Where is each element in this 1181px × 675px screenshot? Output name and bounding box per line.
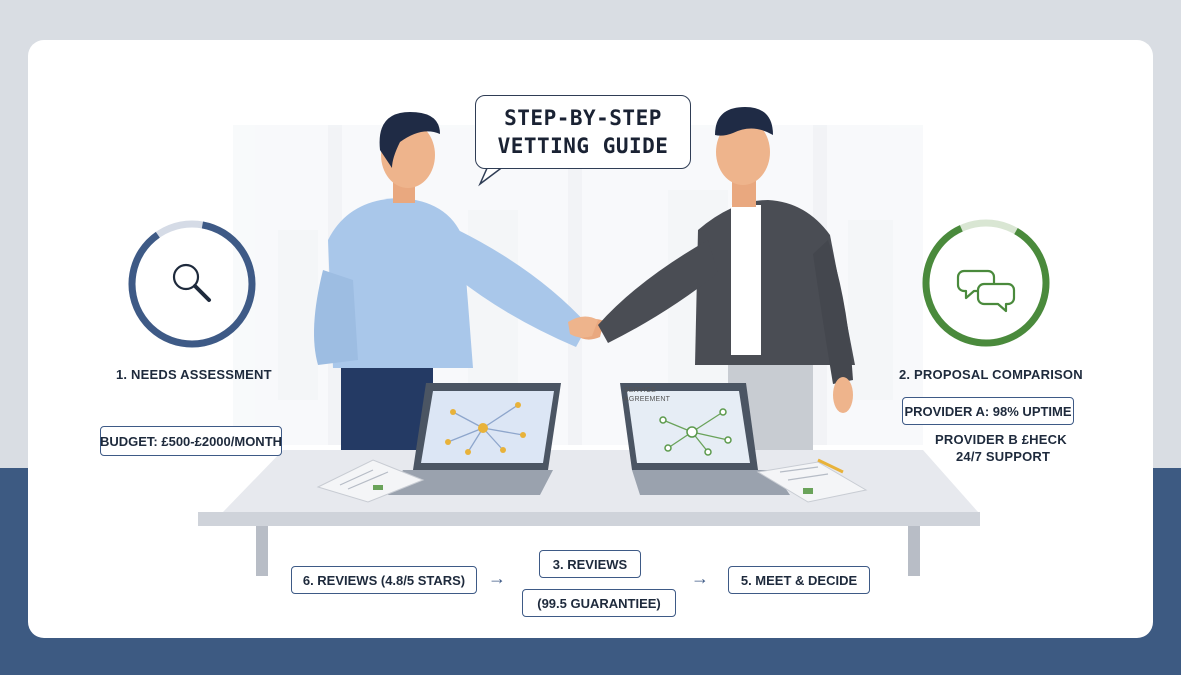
flow-guarantee-box: (99.5 GUARANTIEE) <box>522 589 676 617</box>
step-needs-assessment: 1. NEEDS ASSESSMENT <box>116 367 272 382</box>
provider-b-line-2: 24/7 SUPPORT <box>956 449 1051 464</box>
step-proposal-comparison: 2. PROPOSAL COMPARISON <box>899 367 1083 382</box>
title-bubble: STEP-BY-STEP VETTING GUIDE <box>475 95 691 169</box>
budget-box: BUDGET: £500-£2000/MONTH <box>100 426 282 456</box>
flow-step-3-box: 3. REVIEWS <box>539 550 641 578</box>
flow-step-5-box: 5. MEET & DECIDE <box>728 566 870 594</box>
proposal-ring <box>922 219 1050 347</box>
laptop-text-line-2: AGREEMENT <box>624 396 671 403</box>
chat-bubbles-icon <box>956 269 1016 313</box>
magnifier-icon <box>172 263 211 302</box>
right-laptop <box>620 383 790 495</box>
left-papers <box>316 459 425 503</box>
provider-a-box: PROVIDER A: 98% UPTIME <box>902 397 1074 425</box>
right-person <box>568 107 855 495</box>
flow-arrow-2: → <box>691 568 709 588</box>
flow-arrow-1: → <box>488 568 506 588</box>
table <box>198 450 980 576</box>
illustration <box>128 107 1050 576</box>
flow-step-6-box: 6. REVIEWS (4.8/5 STARS) <box>291 566 477 594</box>
needs-ring <box>128 220 256 348</box>
title-line-1: STEP-BY-STEP <box>504 106 662 130</box>
right-papers <box>756 458 868 503</box>
left-laptop <box>388 383 561 495</box>
laptop-text-line-1: SERVICE <box>624 387 657 394</box>
provider-b-line-1: PROVIDER B £HECK <box>935 432 1067 447</box>
laptop-service-agreement: SERVICE AGREEMENT <box>624 386 670 404</box>
infographic-card: STEP-BY-STEP VETTING GUIDE SERVICE AGREE… <box>28 40 1153 638</box>
title-line-2: VETTING GUIDE <box>497 134 669 158</box>
left-person <box>314 112 604 490</box>
